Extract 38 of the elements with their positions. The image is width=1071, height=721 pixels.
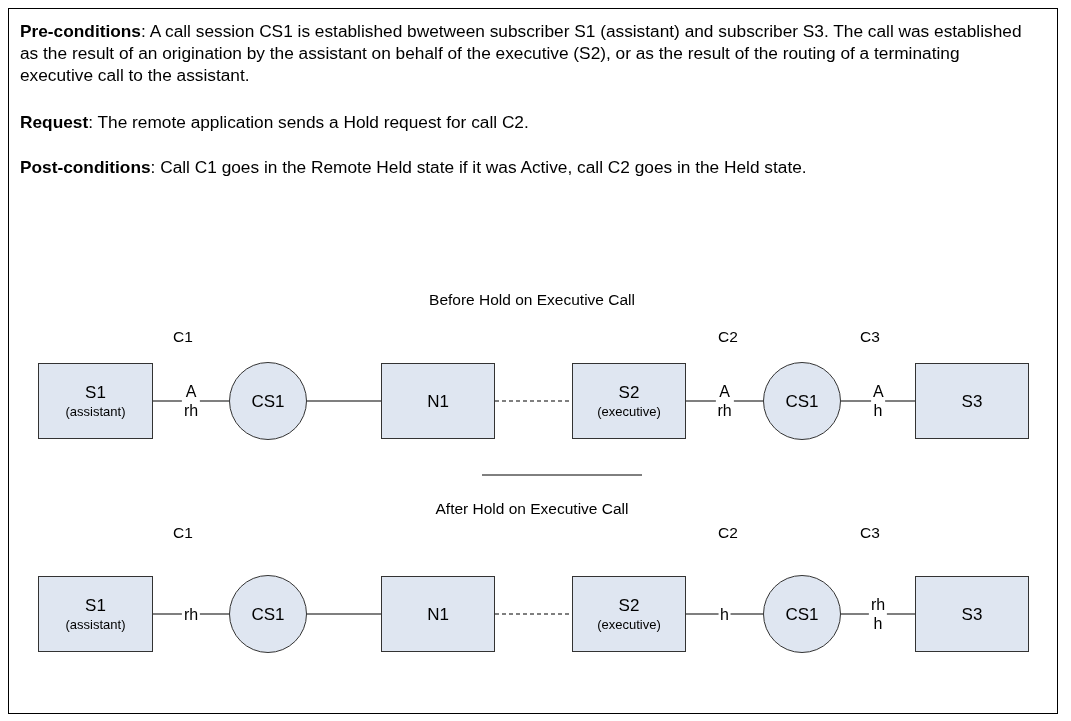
caption: C1 [173, 524, 193, 542]
party-box [38, 363, 153, 439]
paragraph: Pre-conditions: A call session CS1 is established bwetween subscriber S1 (assistant) and subscriber S3. The call was established as the result of an origination by the assistant on behalf of the executive (S2), or as the result of the routing of a terminating executive call to the assistant. [20, 20, 1023, 86]
node-label: S2 [618, 382, 640, 403]
node-label: S3 [961, 390, 983, 412]
role-text: (executive) [597, 403, 661, 420]
node-label: S2 [618, 595, 640, 616]
party-box [381, 576, 495, 652]
role-text: (assistant) [65, 403, 126, 420]
party-box [38, 576, 153, 652]
party-box [572, 576, 686, 652]
caption: C2 [718, 524, 738, 542]
node-label: CS1 [785, 390, 819, 412]
caption: C3 [860, 524, 880, 542]
caption: C1 [173, 328, 193, 346]
connector-line [685, 613, 764, 615]
node-label: S3 [961, 603, 983, 625]
party-box [915, 363, 1029, 439]
role-text: (executive) [597, 616, 661, 633]
connector-line [306, 613, 382, 615]
caption: Before Hold on Executive Call [429, 291, 635, 309]
party-box [915, 576, 1029, 652]
node-label: N1 [427, 603, 449, 625]
caption: C2 [718, 328, 738, 346]
party-box [381, 363, 495, 439]
role-text: (assistant) [65, 616, 126, 633]
paragraph: Post-conditions: Call C1 goes in the Remote Held state if it was Active, call C2 goes in the Held state. [20, 156, 808, 178]
node-label: CS1 [251, 390, 285, 412]
party-box [572, 363, 686, 439]
node-label: CS1 [785, 603, 819, 625]
node-label: CS1 [251, 603, 285, 625]
node-label: S1 [85, 595, 106, 616]
connector-line [306, 400, 382, 402]
caption: After Hold on Executive Call [435, 500, 629, 518]
paragraph: Request: The remote application sends a Hold request for call C2. [20, 111, 530, 133]
node-label: N1 [427, 390, 449, 412]
caption: C3 [860, 328, 880, 346]
node-label: S1 [85, 382, 106, 403]
